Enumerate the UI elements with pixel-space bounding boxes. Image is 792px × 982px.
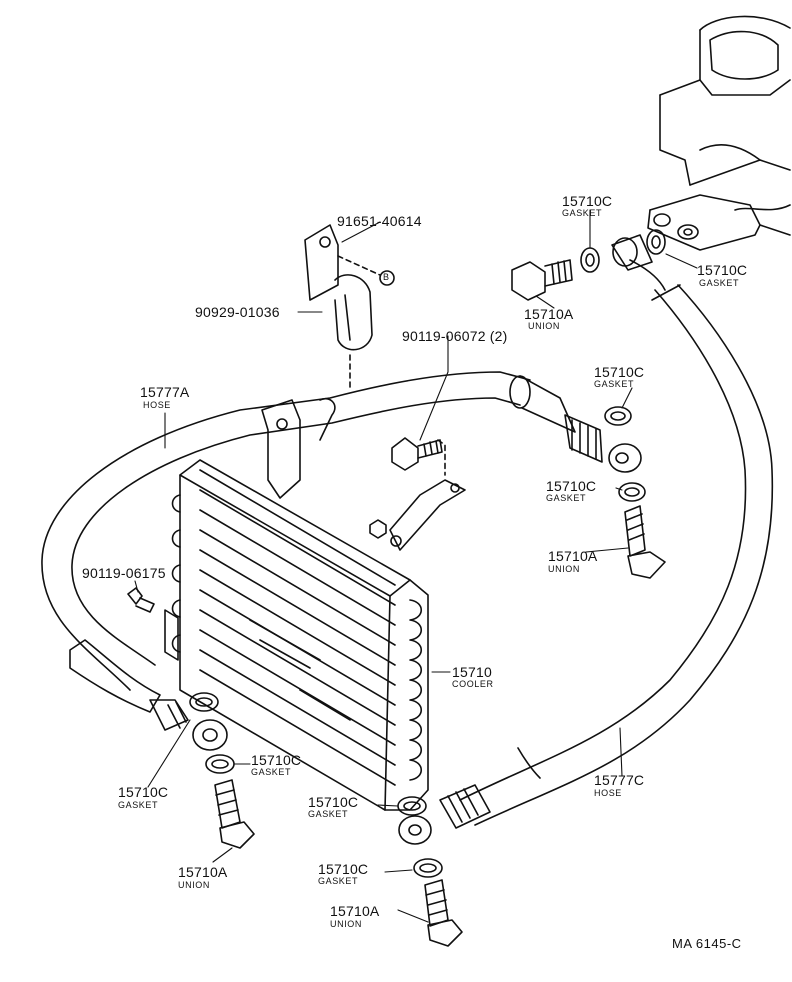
part-desc-hose-c: HOSE [594, 788, 622, 798]
part-number-91651-40614: 91651-40614 [337, 213, 422, 229]
part-number-15710a-left: 15710A [178, 864, 228, 880]
part-number-15710-cooler: 15710 [452, 664, 492, 680]
part-desc-gasket-engine: GASKET [699, 278, 740, 288]
part-desc-gasket-left-lower: GASKET [251, 767, 292, 777]
union-bolt-left-illustration [214, 779, 255, 849]
nut-illustration [369, 519, 387, 539]
part-desc-gasket-bottom-upper: GASKET [308, 809, 349, 819]
union-bolt-right-illustration [624, 505, 666, 579]
part-number-15710c-right-upper: 15710C [594, 364, 645, 380]
part-number-15710a-top: 15710A [524, 306, 574, 322]
part-desc-union-right: UNION [548, 564, 580, 574]
part-desc-gasket-right-upper: GASKET [594, 379, 635, 389]
washer-illustration [390, 535, 402, 547]
part-number-15710c-bottom-lower: 15710C [318, 861, 369, 877]
part-desc-union-bottom: UNION [330, 919, 362, 929]
part-number-15710a-bottom: 15710A [330, 903, 380, 919]
reference-b-circle [379, 270, 395, 286]
reference-b-symbol: B [383, 272, 390, 282]
engine-block-illustration [647, 15, 791, 251]
part-number-15710c-engine: 15710C [697, 262, 748, 278]
hose-15777c-illustration [398, 234, 774, 845]
part-number-15777c: 15777C [594, 772, 645, 788]
part-desc-gasket-left-upper: GASKET [118, 800, 159, 810]
part-number-15710c-top: 15710C [562, 193, 613, 209]
hose-15777a-illustration [41, 371, 642, 751]
part-desc-cooler: COOLER [452, 679, 494, 689]
part-number-15710c-left-upper: 15710C [118, 784, 169, 800]
union-bolt-bottom-illustration [424, 879, 463, 947]
part-desc-gasket-bottom-lower: GASKET [318, 876, 359, 886]
part-number-15710c-left-lower: 15710C [251, 752, 302, 768]
bolt-90119-06175-illustration [127, 587, 155, 613]
part-desc-gasket-top: GASKET [562, 208, 603, 218]
part-number-90119-06175: 90119-06175 [82, 565, 166, 581]
part-number-90929-01036: 90929-01036 [195, 304, 280, 320]
part-desc-hose-a: HOSE [143, 400, 171, 410]
part-number-15777a: 15777A [140, 384, 190, 400]
part-number-15710c-right-lower: 15710C [546, 478, 597, 494]
diagram-code: MA 6145-C [672, 936, 742, 951]
hose-clamp-illustration [304, 224, 381, 351]
part-desc-gasket-right-lower: GASKET [546, 493, 587, 503]
part-number-90119-06072: 90119-06072 (2) [402, 328, 508, 344]
part-desc-union-top: UNION [528, 321, 560, 331]
part-desc-union-left: UNION [178, 880, 210, 890]
oil-cooler-illustration [164, 459, 429, 811]
union-bolt-top-illustration [511, 259, 573, 301]
part-number-15710c-bottom-upper: 15710C [308, 794, 359, 810]
bolt-90119-06072-illustration [391, 437, 443, 471]
leader-lines [134, 209, 698, 923]
part-number-15710a-right: 15710A [548, 548, 598, 564]
cooler-bracket-illustration [261, 397, 466, 551]
